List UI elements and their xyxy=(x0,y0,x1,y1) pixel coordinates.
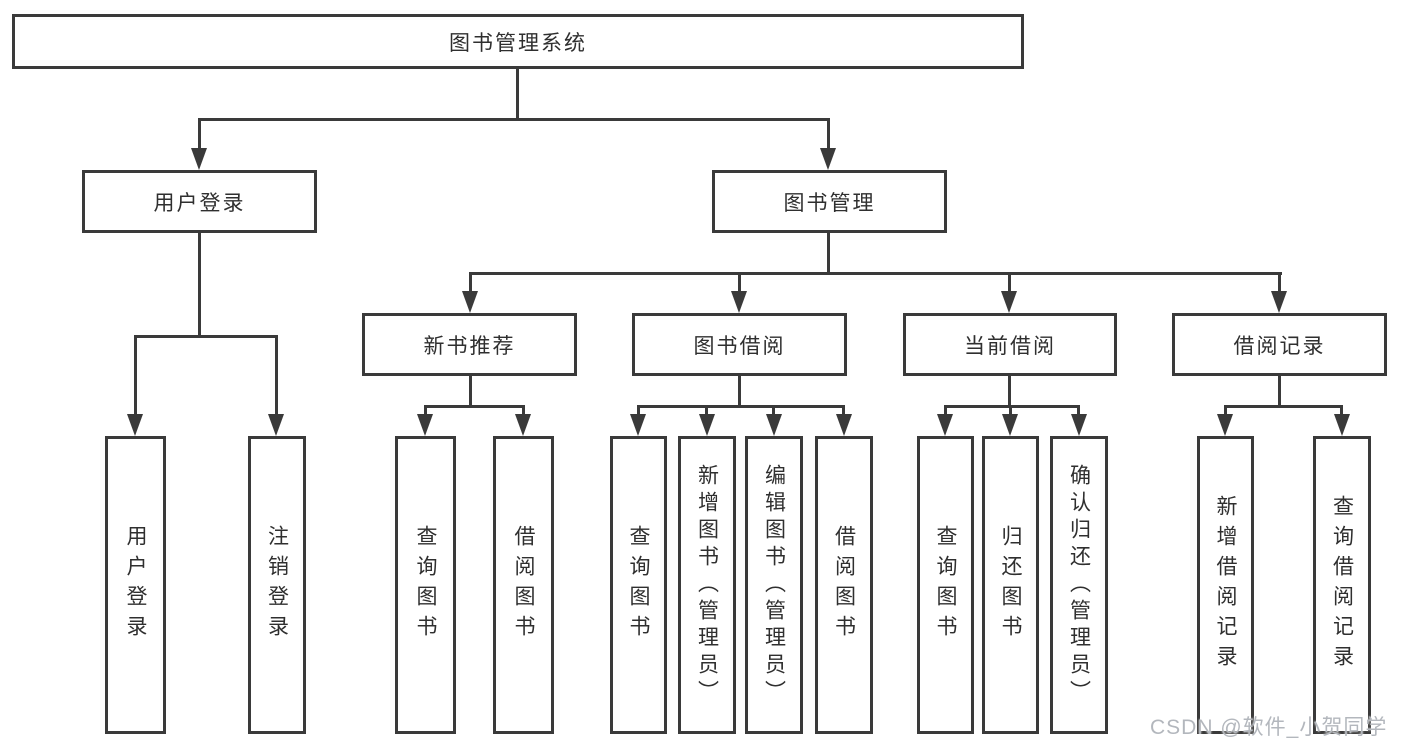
arrowhead-bb-query xyxy=(630,414,646,436)
connector-br-query-drop xyxy=(1340,405,1343,417)
node-root-label: 图书管理系统 xyxy=(449,31,587,55)
leaf-current-return-books: 归还图书 xyxy=(982,436,1039,734)
arrowhead-rec-borrow xyxy=(515,414,531,436)
connector-bb-edit-drop xyxy=(772,405,775,417)
node-book-management-label: 图书管理 xyxy=(783,191,876,215)
leaf-recommend-query-books-label: 查询图书 xyxy=(414,525,437,645)
leaf-recommend-query-books: 查询图书 xyxy=(395,436,456,734)
leaf-logout-label: 注销登录 xyxy=(265,525,289,645)
leaf-borrow-query-books-label: 查询图书 xyxy=(627,525,650,645)
arrowhead-cb-query xyxy=(937,414,953,436)
connector-borrow-record-drop xyxy=(1278,272,1281,293)
node-current-borrow-label: 当前借阅 xyxy=(964,334,1056,358)
node-user-login-label: 用户登录 xyxy=(153,191,246,215)
arrowhead-logout xyxy=(268,414,284,436)
leaf-borrow-query-books: 查询图书 xyxy=(610,436,667,734)
connector-current-borrow-drop xyxy=(1008,272,1011,293)
connector-user-login-drop xyxy=(198,118,201,150)
connector-cb-query-drop xyxy=(944,405,947,417)
leaf-borrow-add-books-admin-label: 新增图书（管理员） xyxy=(695,463,719,707)
arrowhead-br-add xyxy=(1217,414,1233,436)
connector-current-borrow-branch xyxy=(944,405,1080,408)
connector-root-stem xyxy=(516,69,519,120)
connector-current-borrow-stem xyxy=(1008,376,1011,408)
leaf-user-login: 用户登录 xyxy=(105,436,166,734)
leaf-record-query-borrow-record-label: 查询借阅记录 xyxy=(1330,495,1354,675)
arrowhead-bb-add xyxy=(699,414,715,436)
arrowhead-br-query xyxy=(1334,414,1350,436)
connector-book-management-stem xyxy=(827,233,830,275)
connector-cb-return-drop xyxy=(1009,405,1012,417)
node-user-login: 用户登录 xyxy=(82,170,317,233)
arrowhead-user-login xyxy=(191,148,207,170)
connector-borrow-record-branch xyxy=(1224,405,1343,408)
arrowhead-new-rec xyxy=(462,291,478,313)
connector-new-rec-drop xyxy=(469,272,472,293)
leaf-current-query-books: 查询图书 xyxy=(917,436,974,734)
connector-book-borrow-branch xyxy=(637,405,845,408)
connector-book-borrow-drop xyxy=(738,272,741,293)
connector-new-rec-branch xyxy=(424,405,525,408)
connector-br-add-drop xyxy=(1224,405,1227,417)
node-new-book-recommend: 新书推荐 xyxy=(362,313,577,376)
leaf-current-confirm-return-admin: 确认归还（管理员） xyxy=(1050,436,1108,734)
node-root: 图书管理系统 xyxy=(12,14,1024,69)
leaf-logout: 注销登录 xyxy=(248,436,306,734)
leaf-user-login-label: 用户登录 xyxy=(124,525,147,645)
leaf-borrow-borrow-books: 借阅图书 xyxy=(815,436,873,734)
leaf-current-return-books-label: 归还图书 xyxy=(999,525,1022,645)
arrowhead-book-management xyxy=(820,148,836,170)
connector-rec-query-drop xyxy=(424,405,427,417)
connector-book-management-drop xyxy=(827,118,830,150)
arrowhead-current-borrow xyxy=(1001,291,1017,313)
leaf-recommend-borrow-books-label: 借阅图书 xyxy=(512,525,535,645)
arrowhead-login xyxy=(127,414,143,436)
connector-root-branch xyxy=(198,118,830,121)
leaf-recommend-borrow-books: 借阅图书 xyxy=(493,436,554,734)
arrowhead-book-borrow xyxy=(731,291,747,313)
connector-user-login-branch xyxy=(134,335,278,338)
leaf-current-query-books-label: 查询图书 xyxy=(934,525,957,645)
node-new-book-recommend-label: 新书推荐 xyxy=(423,334,516,358)
watermark-text: CSDN @软件_小贺同学 xyxy=(1150,716,1388,739)
connector-book-borrow-stem xyxy=(738,376,741,408)
connector-logout-drop xyxy=(275,335,278,416)
connector-rec-borrow-drop xyxy=(522,405,525,417)
node-borrow-record-label: 借阅记录 xyxy=(1233,334,1326,358)
arrowhead-rec-query xyxy=(417,414,433,436)
leaf-record-query-borrow-record: 查询借阅记录 xyxy=(1313,436,1371,734)
connector-bb-query-drop xyxy=(637,405,640,417)
arrowhead-bb-edit xyxy=(766,414,782,436)
node-book-borrow: 图书借阅 xyxy=(632,313,847,376)
leaf-record-add-borrow-record-label: 新增借阅记录 xyxy=(1214,495,1237,675)
connector-user-login-stem xyxy=(198,233,201,338)
arrowhead-cb-confirm xyxy=(1071,414,1087,436)
connector-bb-borrow-drop xyxy=(842,405,845,417)
connector-cb-confirm-drop xyxy=(1077,405,1080,417)
leaf-borrow-borrow-books-label: 借阅图书 xyxy=(832,525,856,645)
arrowhead-borrow-record xyxy=(1271,291,1287,313)
leaf-borrow-edit-books-admin-label: 编辑图书（管理员） xyxy=(762,463,786,707)
node-borrow-record: 借阅记录 xyxy=(1172,313,1387,376)
connector-borrow-record-stem xyxy=(1278,376,1281,408)
arrowhead-bb-borrow xyxy=(836,414,852,436)
leaf-borrow-edit-books-admin: 编辑图书（管理员） xyxy=(745,436,803,734)
node-current-borrow: 当前借阅 xyxy=(903,313,1117,376)
connector-login-drop xyxy=(134,335,137,416)
leaf-borrow-add-books-admin: 新增图书（管理员） xyxy=(678,436,736,734)
arrowhead-cb-return xyxy=(1002,414,1018,436)
leaf-current-confirm-return-admin-label: 确认归还（管理员） xyxy=(1067,463,1091,707)
node-book-borrow-label: 图书借阅 xyxy=(693,334,786,358)
connector-new-rec-stem xyxy=(469,376,472,408)
connector-book-management-branch xyxy=(469,272,1282,275)
connector-bb-add-drop xyxy=(705,405,708,417)
leaf-record-add-borrow-record: 新增借阅记录 xyxy=(1197,436,1254,734)
node-book-management: 图书管理 xyxy=(712,170,947,233)
